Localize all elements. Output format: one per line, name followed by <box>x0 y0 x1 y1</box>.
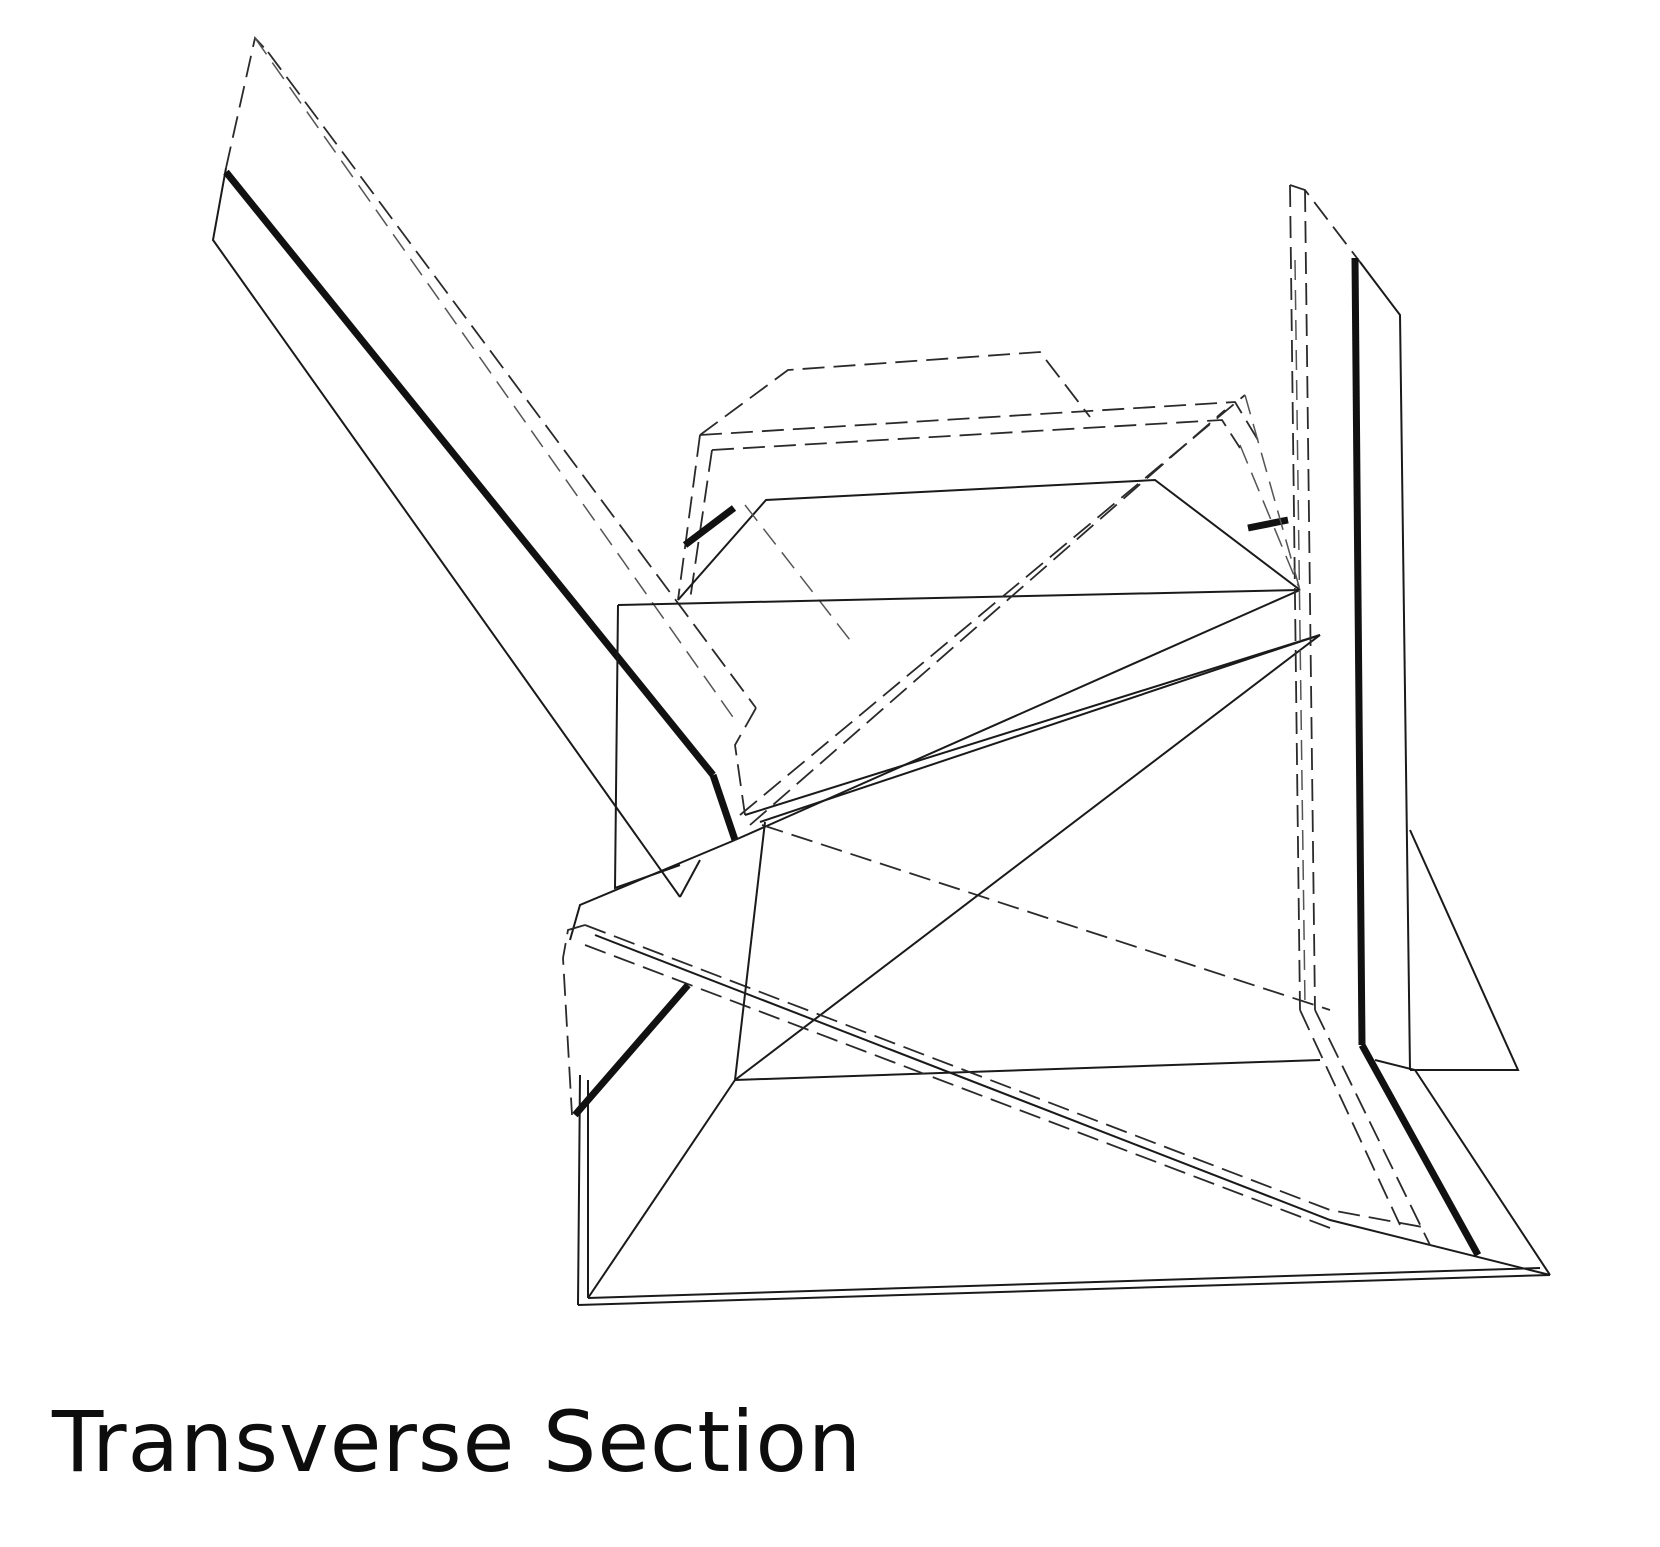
right-vertical-wall <box>1289 184 1520 1071</box>
left-inclined-slab <box>211 36 757 898</box>
section-svg <box>211 36 1551 1306</box>
drawing-caption: Transverse Section <box>52 1393 863 1491</box>
right-lower-wing <box>1244 394 1551 1276</box>
central-volume <box>613 394 1331 1081</box>
front-lower-shell <box>562 821 1551 1306</box>
section-drawing <box>211 36 1551 1306</box>
